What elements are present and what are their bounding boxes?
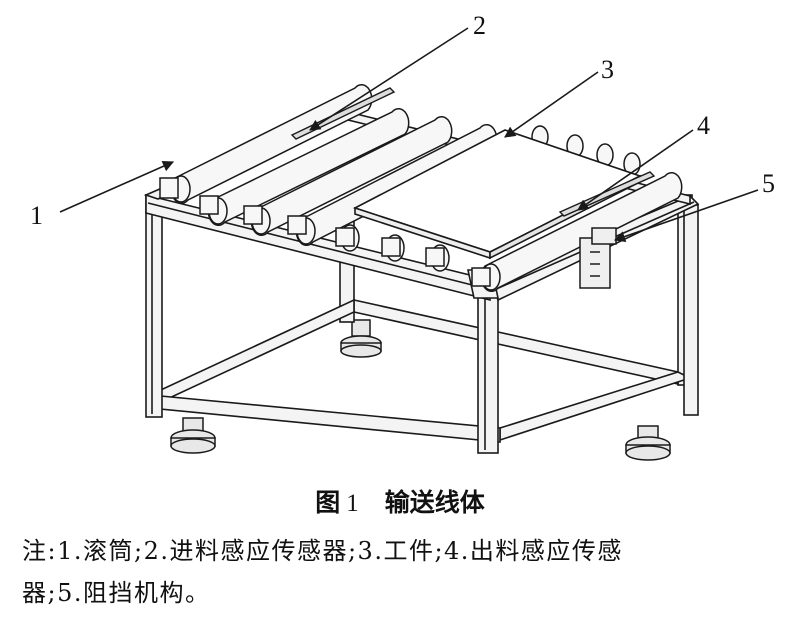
leader-3 xyxy=(504,71,599,138)
roller-2 xyxy=(199,108,410,226)
rollers xyxy=(159,84,683,292)
roller-4 xyxy=(287,124,498,246)
conveyor-line-drawing: 1 2 3 4 5 xyxy=(30,11,775,461)
caption-prefix: 图 xyxy=(315,488,341,517)
roller-3 xyxy=(243,116,453,236)
roller-1 xyxy=(159,84,373,204)
roller-5 xyxy=(335,224,360,252)
blocking-mechanism xyxy=(579,227,617,289)
foot-back-center xyxy=(340,319,382,358)
callout-1: 1 xyxy=(30,201,43,230)
roller-6 xyxy=(381,234,405,262)
callout-4: 4 xyxy=(697,111,710,140)
caption-number: 1 xyxy=(346,490,359,517)
foot-right-front xyxy=(625,425,671,461)
leader-lines xyxy=(59,27,759,242)
caption-title: 输送线体 xyxy=(384,488,485,517)
foot-left-front xyxy=(170,417,216,454)
leader-2 xyxy=(309,27,469,131)
note-line-1: 注:1.滚筒;2.进料感应传感器;3.工件;4.出料感应传感 xyxy=(22,537,623,565)
figure-note: 注:1.滚筒;2.进料感应传感器;3.工件;4.出料感应传感 器;5.阻挡机构。 xyxy=(22,530,792,614)
leader-5 xyxy=(613,189,759,242)
leveling-feet xyxy=(170,319,671,461)
roller-7 xyxy=(425,244,450,272)
callout-5: 5 xyxy=(762,169,775,198)
workpiece xyxy=(352,129,643,260)
roller-8 xyxy=(471,172,683,292)
leader-4 xyxy=(577,129,694,211)
callout-3: 3 xyxy=(601,55,614,84)
note-line-2: 器;5.阻挡机构。 xyxy=(22,579,211,607)
callout-2: 2 xyxy=(473,11,486,40)
leader-1 xyxy=(59,160,175,213)
